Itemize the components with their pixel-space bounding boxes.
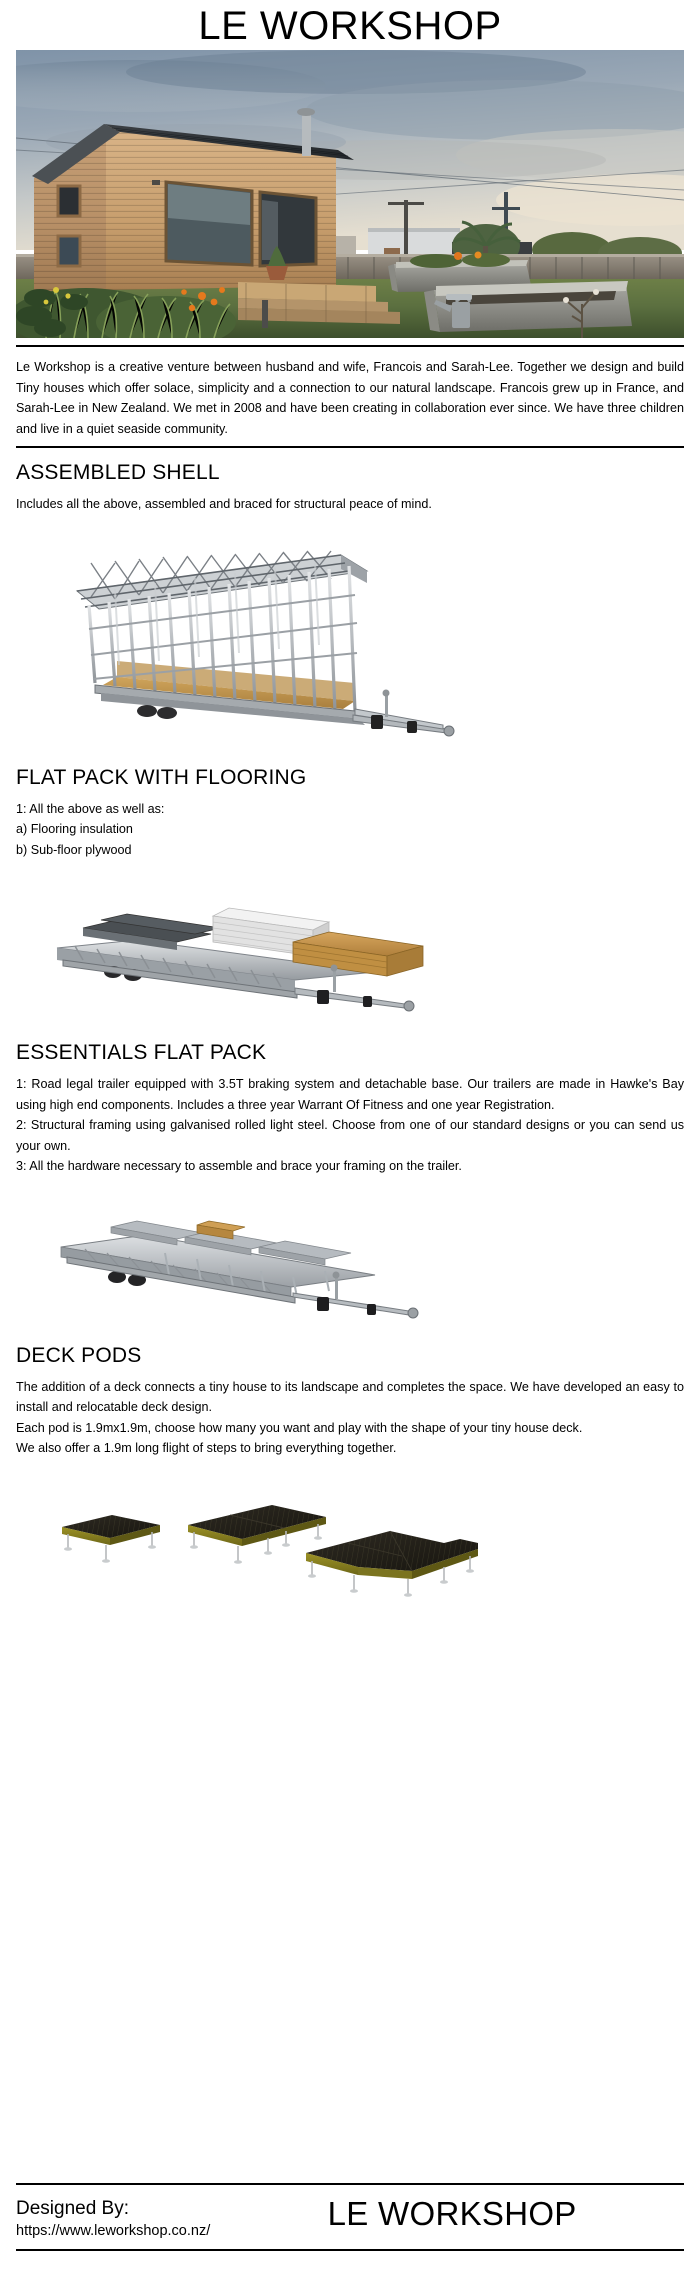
deck-pods-render <box>0 1483 700 1603</box>
deck-pod-single <box>62 1514 160 1563</box>
divider-before-assembled-shell <box>16 446 684 448</box>
section-title-essentials-flat-pack: ESSENTIALS FLAT PACK <box>16 1041 267 1064</box>
assembled-shell-render <box>0 533 700 743</box>
list-item: a) Flooring insulation <box>16 822 133 836</box>
deck-pod-l-shape <box>306 1530 478 1597</box>
hero-photo <box>16 50 684 338</box>
list-item: 1: All the above as well as: <box>16 801 165 816</box>
deck-pod-double <box>188 1504 326 1564</box>
section-title-flat-pack-with-flooring: FLAT PACK WITH FLOORING <box>16 765 307 789</box>
designed-by-label: Designed By: <box>16 2198 130 2219</box>
divider-after-hero <box>16 345 684 347</box>
page-title: LE WORKSHOP <box>198 4 502 48</box>
section-title-assembled-shell: ASSEMBLED SHELL <box>16 461 220 484</box>
essentials-flat-pack-render <box>0 1191 700 1321</box>
page-footer: Designed By: https://www.leworkshop.co.n… <box>0 2183 700 2279</box>
designed-by-block: Designed By: https://www.leworkshop.co.n… <box>16 2195 210 2241</box>
website-url[interactable]: https://www.leworkshop.co.nz/ <box>16 2223 211 2239</box>
divider-footer-bottom <box>16 2249 684 2251</box>
deck-pods-line-1: The addition of a deck connects a tiny h… <box>16 1379 684 1415</box>
list-item: Includes all the above, assembled and br… <box>16 497 432 511</box>
essentials-item-1: 1: Road legal trailer equipped with 3.5T… <box>16 1077 684 1112</box>
intro-paragraph: Le Workshop is a creative venture betwee… <box>16 360 684 436</box>
list-item: b) Sub-floor plywood <box>16 842 132 857</box>
divider-footer-top <box>16 2183 684 2185</box>
section-body-flat-pack-with-flooring: 1: All the above as well as: a) Flooring… <box>16 799 684 861</box>
flat-pack-with-flooring-render <box>0 876 700 1016</box>
deck-pods-line-2: Each pod is 1.9mx1.9m, choose how many y… <box>16 1420 583 1435</box>
essentials-item-3: 3: All the hardware necessary to assembl… <box>16 1159 462 1173</box>
essentials-item-2: 2: Structural framing using galvanised r… <box>16 1118 684 1153</box>
deck-pods-line-3: We also offer a 1.9m long flight of step… <box>16 1441 397 1455</box>
footer-brand: LE WORKSHOP <box>327 2195 577 2232</box>
section-title-deck-pods: DECK PODS <box>16 1343 142 1367</box>
section-body-assembled-shell: Includes all the above, assembled and br… <box>16 494 684 515</box>
